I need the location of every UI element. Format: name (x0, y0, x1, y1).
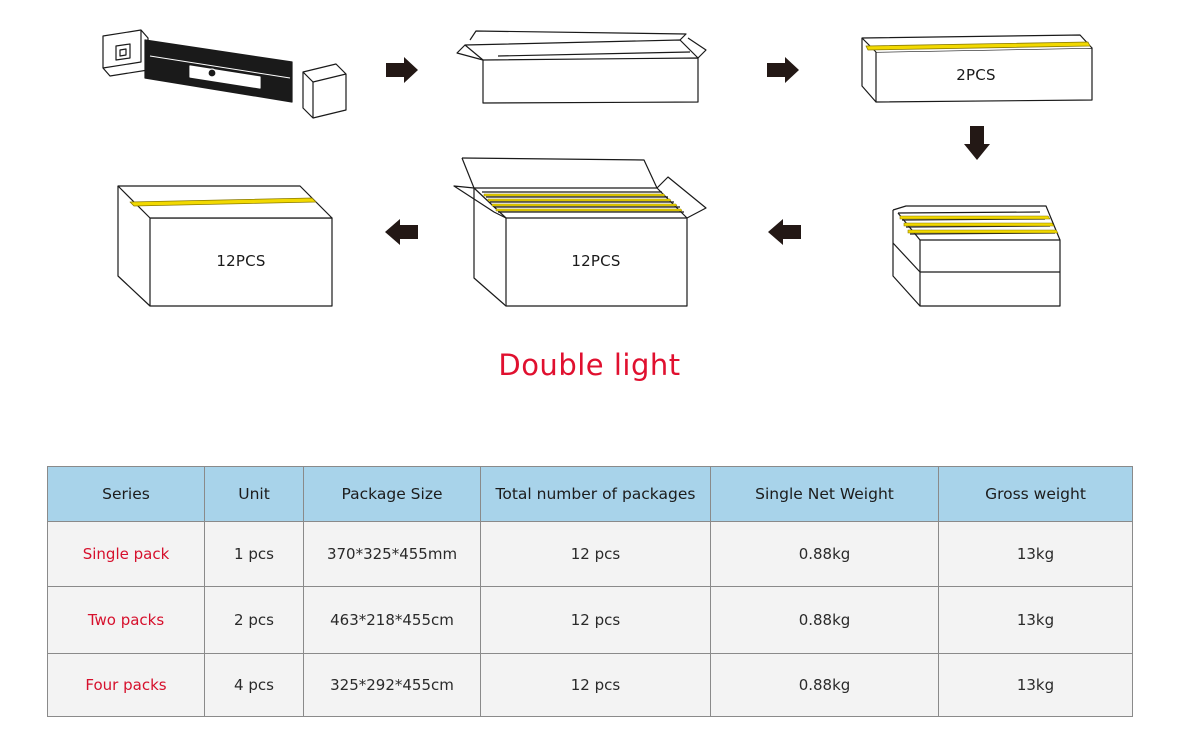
box-label-12pcs-closed: 12PCS (216, 252, 266, 270)
cell-package-size: 325*292*455cm (303, 653, 481, 717)
step3-closed-box (861, 34, 1093, 103)
cell-gross-weight: 13kg (938, 586, 1133, 654)
box-label-12pcs-open: 12PCS (571, 252, 621, 270)
cell-net-weight: 0.88kg (710, 653, 939, 717)
cell-series: Four packs (47, 653, 205, 717)
header-total-packages: Total number of packages (480, 466, 711, 522)
box-label-2pcs: 2PCS (956, 66, 996, 84)
table-header-row: Series Unit Package Size Total number of… (47, 466, 1133, 522)
cell-series: Two packs (47, 586, 205, 654)
header-unit: Unit (204, 466, 304, 522)
cell-unit: 1 pcs (204, 521, 304, 587)
process-arrows (385, 57, 990, 245)
cell-package-size: 370*325*455mm (303, 521, 481, 587)
header-net-weight: Single Net Weight (710, 466, 939, 522)
arrow-down (964, 126, 990, 160)
arrow-left-2 (385, 219, 418, 245)
table-row: Single pack 1 pcs 370*325*455mm 12 pcs 0… (47, 521, 1133, 587)
step6-closed-big-box (117, 185, 333, 307)
step2-open-box (456, 30, 707, 104)
table-row: Four packs 4 pcs 325*292*455cm 12 pcs 0.… (47, 653, 1133, 717)
step4-box-stack (892, 205, 1061, 307)
table-row: Two packs 2 pcs 463*218*455cm 12 pcs 0.8… (47, 586, 1133, 654)
cell-gross-weight: 13kg (938, 653, 1133, 717)
packing-steps-illustration (102, 29, 1093, 307)
header-package-size: Package Size (303, 466, 481, 522)
arrow-right-2 (767, 57, 799, 83)
cell-net-weight: 0.88kg (710, 586, 939, 654)
cell-unit: 4 pcs (204, 653, 304, 717)
cell-total-packages: 12 pcs (480, 653, 711, 717)
arrow-left-1 (768, 219, 801, 245)
cell-unit: 2 pcs (204, 586, 304, 654)
step1-light-fixture (102, 29, 347, 119)
arrow-right-1 (386, 57, 418, 83)
header-gross-weight: Gross weight (938, 466, 1133, 522)
cell-total-packages: 12 pcs (480, 586, 711, 654)
cell-total-packages: 12 pcs (480, 521, 711, 587)
header-series: Series (47, 466, 205, 522)
packing-process-diagram: 2PCS 12PCS 12PCS (0, 0, 1179, 330)
cell-package-size: 463*218*455cm (303, 586, 481, 654)
cell-series: Single pack (47, 521, 205, 587)
section-heading: Double light (498, 348, 681, 382)
cell-gross-weight: 13kg (938, 521, 1133, 587)
cell-net-weight: 0.88kg (710, 521, 939, 587)
packaging-spec-table: Series Unit Package Size Total number of… (47, 466, 1133, 717)
step5-open-big-box (453, 157, 707, 307)
